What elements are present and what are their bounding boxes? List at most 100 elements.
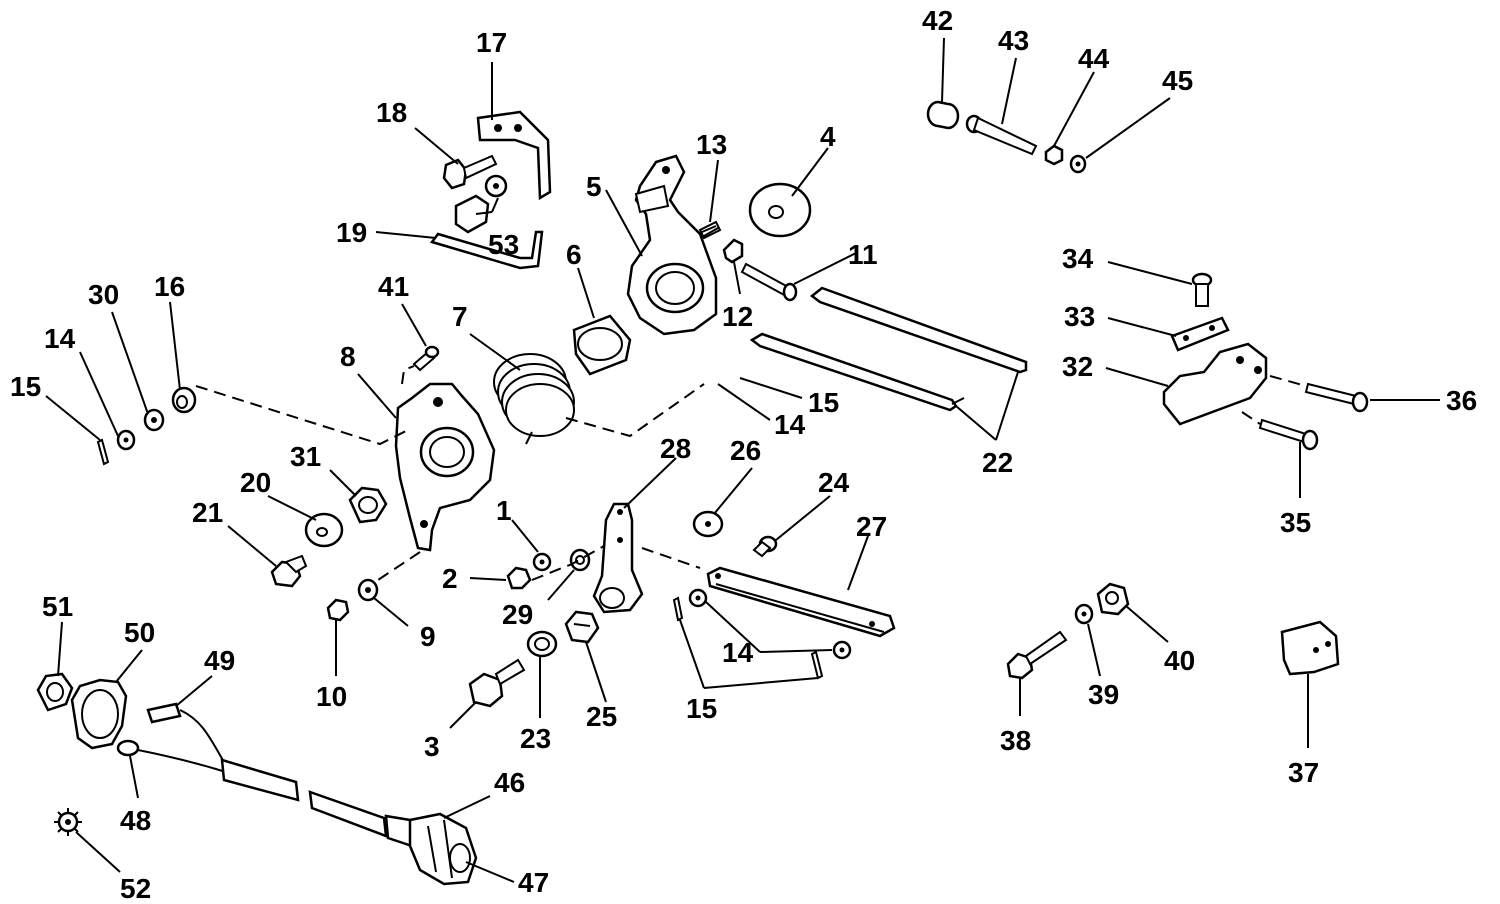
part-29-bushing — [569, 548, 591, 572]
part-33-plate — [1170, 316, 1230, 352]
callout-14-lower: 14 — [722, 637, 754, 668]
callout-14-left: 14 — [44, 323, 76, 354]
callout-49: 49 — [204, 645, 235, 676]
callout-35: 35 — [1280, 507, 1311, 538]
callout-3: 3 — [424, 731, 440, 762]
callout-23: 23 — [520, 723, 551, 754]
part-22-links — [749, 286, 1028, 412]
callout-18: 18 — [376, 97, 407, 128]
callout-38: 38 — [1000, 725, 1031, 756]
part-23-washer — [526, 630, 558, 658]
part-2-nut — [506, 566, 532, 590]
callout-22: 22 — [982, 447, 1013, 478]
part-19-rod — [429, 230, 544, 270]
callout-17: 17 — [476, 27, 507, 58]
callout-37: 37 — [1288, 757, 1319, 788]
callout-16: 16 — [154, 271, 185, 302]
part-36-bolt — [1304, 382, 1369, 413]
callout-28: 28 — [660, 433, 691, 464]
part-50-boot — [70, 678, 128, 750]
callout-44: 44 — [1078, 43, 1110, 74]
part-17-bracket — [476, 110, 552, 201]
callout-50: 50 — [124, 617, 155, 648]
part-3-stud — [468, 658, 526, 708]
part-5-throttle-cam — [626, 154, 718, 336]
part-41-screw — [412, 345, 440, 372]
callout-13: 13 — [696, 129, 727, 160]
callout-20: 20 — [240, 467, 271, 498]
part-13-spring — [698, 220, 722, 240]
callout-21: 21 — [192, 497, 223, 528]
part-12-nut — [722, 238, 744, 264]
callout-2: 2 — [442, 563, 458, 594]
callout-53: 53 — [488, 229, 519, 260]
callout-42: 42 — [922, 5, 953, 36]
part-28-lever — [592, 502, 644, 614]
part-53-clip-nut — [454, 174, 508, 234]
guide-16-8 — [195, 385, 409, 446]
part-34-bolt — [1191, 272, 1213, 307]
callout-19: 19 — [336, 217, 367, 248]
part-1-washer — [532, 552, 552, 572]
part-18-bolt — [442, 154, 498, 190]
guide-7-14 — [565, 383, 705, 438]
guide-2-29-28 — [531, 545, 605, 581]
callout-5: 5 — [586, 171, 602, 202]
guide-8-41 — [401, 365, 415, 385]
callout-11: 11 — [848, 239, 878, 270]
part-16-bushing — [171, 386, 197, 414]
part-32-block — [1162, 342, 1268, 426]
callout-10: 10 — [316, 681, 347, 712]
callout-41: 41 — [378, 271, 409, 302]
part-10-nut — [326, 598, 350, 622]
callout-32: 32 — [1062, 351, 1093, 382]
callout-52: 52 — [120, 873, 151, 904]
part-45-washer — [1069, 154, 1087, 174]
callout-31: 31 — [290, 441, 321, 472]
part-51-nut — [36, 672, 74, 712]
callout-29: 29 — [502, 599, 533, 630]
part-11-screw — [740, 262, 798, 302]
callout-24: 24 — [818, 467, 850, 498]
part-42-spacer — [926, 100, 960, 130]
part-21-bolt — [270, 554, 308, 588]
part-39-washer — [1074, 603, 1094, 625]
part-26-washer — [692, 510, 724, 538]
guide-28-27 — [641, 547, 701, 569]
callout-47: 47 — [518, 867, 549, 898]
callout-25: 25 — [586, 701, 617, 732]
part-9-washer — [357, 578, 379, 602]
part-4-washer — [748, 182, 812, 238]
part-46-harness — [220, 758, 478, 886]
callout-12: 12 — [722, 301, 753, 332]
callout-46: 46 — [494, 767, 525, 798]
leader-lines — [45, 37, 1440, 883]
part-37-block — [1280, 620, 1340, 676]
part-35-bolt — [1258, 418, 1319, 451]
guide-32-35 — [1241, 411, 1261, 425]
part-48-terminal — [116, 739, 227, 773]
callout-8: 8 — [340, 341, 356, 372]
part-25-clip — [564, 610, 600, 644]
callout-27: 27 — [856, 511, 887, 542]
callout-6: 6 — [566, 239, 582, 270]
part-31-nut — [348, 486, 388, 524]
callout-36: 36 — [1446, 385, 1477, 416]
callout-30: 30 — [88, 279, 119, 310]
callout-labels: 17 18 53 19 42 43 44 45 13 4 5 6 11 12 3… — [10, 5, 1477, 904]
callout-26: 26 — [730, 435, 761, 466]
part-52-star-washer — [54, 808, 82, 836]
callout-45: 45 — [1162, 65, 1193, 96]
part-30-washer — [143, 408, 165, 432]
part-8-lever — [394, 382, 496, 552]
part-20-washer — [304, 512, 344, 548]
part-24-screw — [752, 535, 778, 558]
part-27-link-bar — [706, 566, 896, 638]
guide-32-36 — [1269, 375, 1307, 387]
part-38-bolt — [1006, 630, 1068, 680]
callout-1: 1 — [496, 495, 512, 526]
guide-8-9 — [377, 551, 421, 581]
callout-15-left: 15 — [10, 371, 41, 402]
part-43-bolt — [965, 114, 1038, 156]
part-49-connector — [146, 702, 225, 763]
